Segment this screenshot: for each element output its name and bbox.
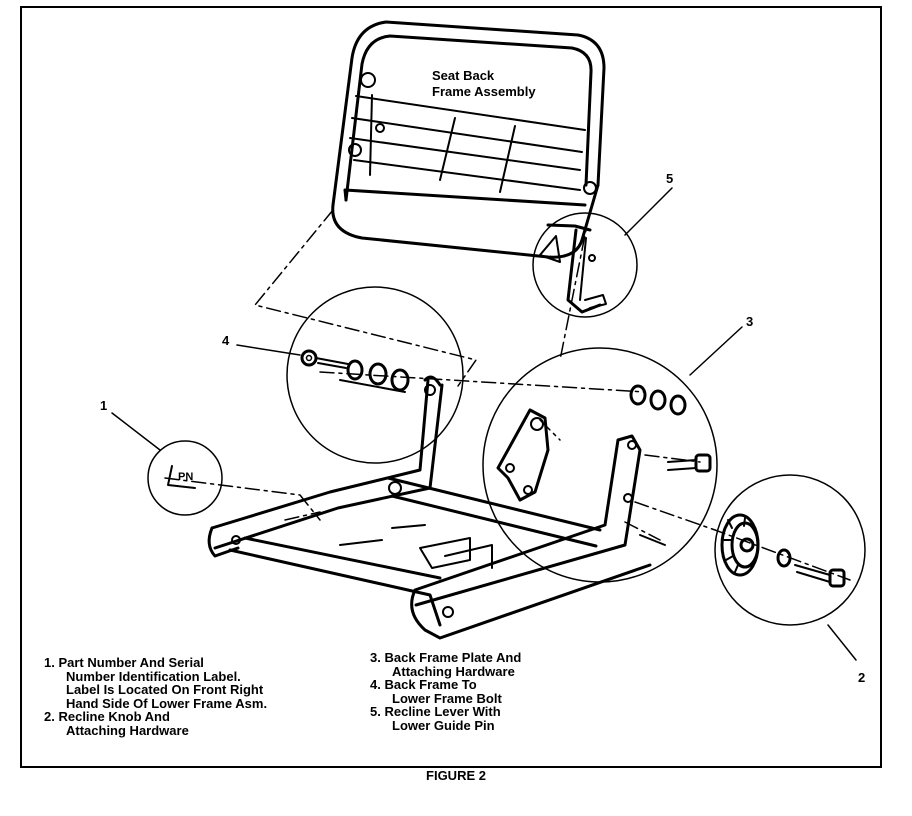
figure-border xyxy=(20,6,882,768)
legend-number: 4. xyxy=(370,677,381,692)
legend-text: Lower Guide Pin xyxy=(392,717,495,733)
legend-number: 1. xyxy=(44,655,55,670)
legend-text: Recline Lever With xyxy=(384,704,501,719)
legend-right: 3. Back Frame Plate And Attaching Hardwa… xyxy=(370,651,521,732)
seat-back-frame xyxy=(331,20,606,259)
legend-text: Hand Side Of Lower Frame Asm. xyxy=(66,695,268,711)
detail-circle-plate xyxy=(482,347,718,583)
legend-item-3: 3. Back Frame Plate And Attaching Hardwa… xyxy=(370,651,521,678)
seat-back-label: Seat Back Frame Assembly xyxy=(432,68,536,99)
legend-text: Label Is Located On Front Right xyxy=(66,682,264,697)
legend-item-2: 2. Recline Knob And Attaching Hardware xyxy=(44,710,267,737)
callout-numbers: 1 2 3 4 5 xyxy=(100,171,865,685)
legend-item-1: 1. Part Number And Serial Number Identif… xyxy=(44,656,267,710)
detail-circle-knob xyxy=(714,474,866,626)
legend-number: 5. xyxy=(370,704,381,719)
legend-text: Number Identification Label. xyxy=(66,668,241,684)
legend-text: Back Frame Plate And xyxy=(384,650,522,665)
detail-circle-label: PN xyxy=(147,440,223,516)
callout-5: 5 xyxy=(666,171,673,186)
callout-1: 1 xyxy=(100,398,107,413)
legend-item-5: 5. Recline Lever With Lower Guide Pin xyxy=(370,705,521,732)
legend-text: Back Frame To xyxy=(384,677,477,692)
legend-text: Attaching Hardware xyxy=(392,663,515,679)
callout-3: 3 xyxy=(746,314,753,329)
legend-text: Attaching Hardware xyxy=(66,722,189,738)
legend-text: Part Number And Serial xyxy=(58,655,204,670)
leader-lines xyxy=(111,187,857,661)
svg-text:PN: PN xyxy=(178,471,193,483)
legend-number: 3. xyxy=(370,650,381,665)
legend-left: 1. Part Number And Serial Number Identif… xyxy=(44,656,267,737)
legend-item-4: 4. Back Frame To Lower Frame Bolt xyxy=(370,678,521,705)
seat-back-label-line1: Seat Back xyxy=(432,68,495,83)
detail-circle-bolt xyxy=(286,286,464,464)
legend-text: Lower Frame Bolt xyxy=(392,690,502,706)
detail-circle-lever xyxy=(532,212,638,318)
lower-frame xyxy=(207,375,652,640)
seat-back-label-line2: Frame Assembly xyxy=(432,84,536,99)
legend-text: Recline Knob And xyxy=(58,709,170,724)
callout-2: 2 xyxy=(858,670,865,685)
callout-4: 4 xyxy=(222,333,230,348)
legend-number: 2. xyxy=(44,709,55,724)
figure-caption: FIGURE 2 xyxy=(426,768,486,783)
